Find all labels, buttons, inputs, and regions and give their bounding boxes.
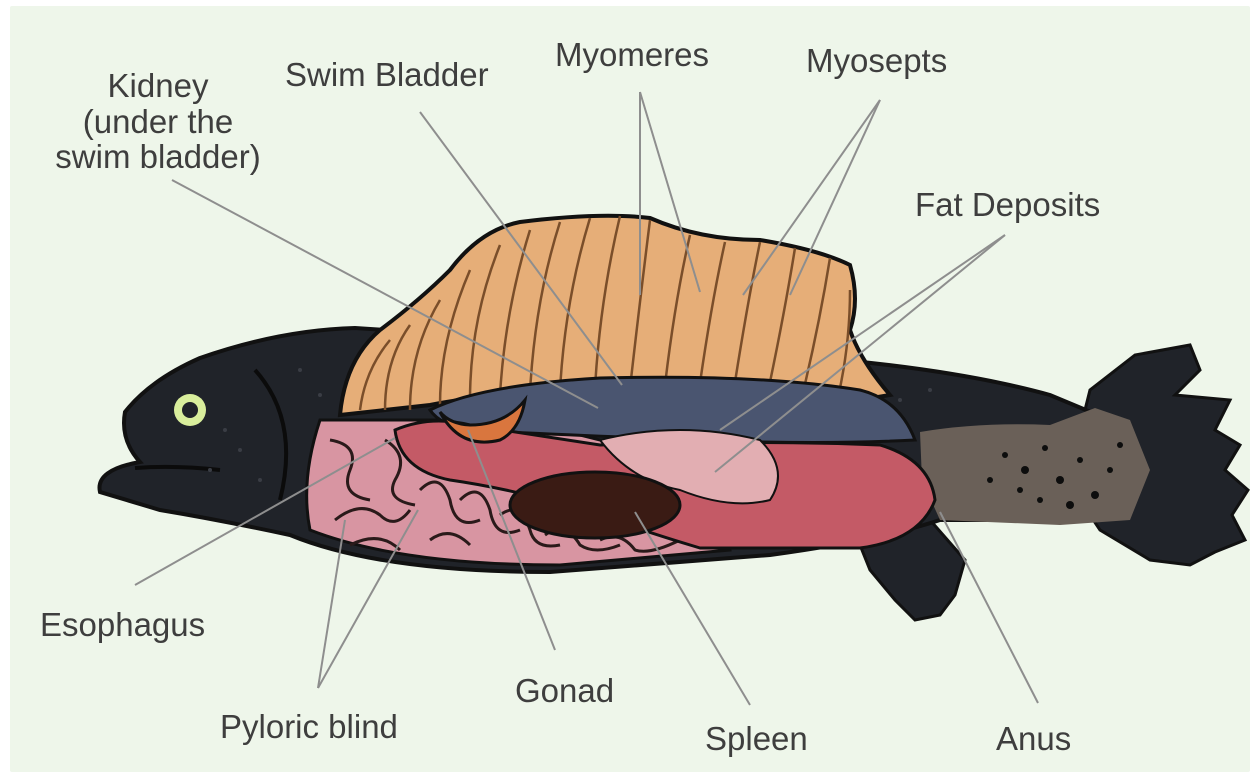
pupil xyxy=(182,402,198,418)
label-gonad: Gonad xyxy=(515,674,614,707)
label-esophagus: Esophagus xyxy=(40,608,205,641)
label-anus: Anus xyxy=(996,722,1071,755)
label-myosepts: Myosepts xyxy=(806,44,947,77)
label-fat-deposits: Fat Deposits xyxy=(915,188,1100,221)
label-pyloric-blind: Pyloric blind xyxy=(220,710,398,743)
gonad-organ xyxy=(510,472,680,538)
label-myomeres: Myomeres xyxy=(555,38,709,71)
label-swim-bladder: Swim Bladder xyxy=(285,58,489,91)
label-kidney: Kidney (under the swim bladder) xyxy=(48,68,268,175)
label-spleen: Spleen xyxy=(705,722,808,755)
